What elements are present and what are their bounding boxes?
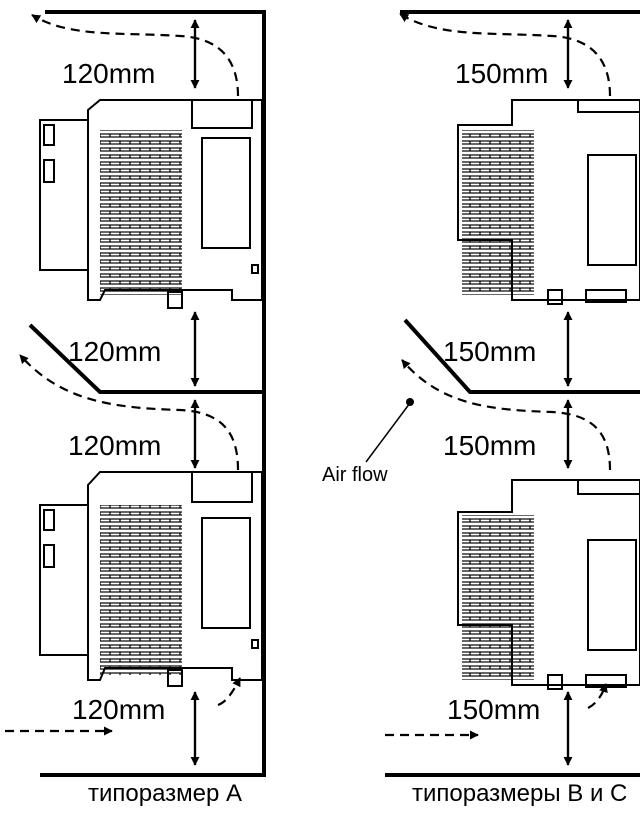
airflow-leader-dot [406, 398, 414, 406]
left-clearance-top-label: 120mm [62, 58, 156, 89]
left-caption: типоразмер А [88, 780, 243, 807]
right-bottom-drive [457, 479, 640, 690]
left-cabinet-wall-bottom [40, 392, 266, 777]
left-clearance-lower-mid-label: 120mm [68, 430, 162, 461]
airflow-leader-line [365, 402, 411, 463]
right-clearance-upper-mid-label: 150mm [443, 336, 537, 367]
right-clearance-lower-mid-label: 150mm [443, 430, 537, 461]
right-airflow-paths [385, 13, 612, 740]
left-bottom-drive [39, 471, 263, 687]
right-top-drive [457, 99, 640, 305]
left-clearance-upper-mid-label: 120mm [68, 336, 162, 367]
left-airflow-paths [5, 14, 241, 736]
left-top-drive [39, 99, 263, 309]
left-clearance-bottom-label: 120mm [72, 694, 166, 725]
right-clearance-top-label: 150mm [455, 58, 549, 89]
left-column [5, 10, 266, 777]
right-clearance-bottom-label: 150mm [447, 694, 541, 725]
right-caption: типоразмеры В и С [412, 780, 628, 807]
airflow-label: Air flow [322, 464, 388, 486]
right-column [365, 10, 640, 777]
right-cabinet-deflector [403, 318, 640, 394]
